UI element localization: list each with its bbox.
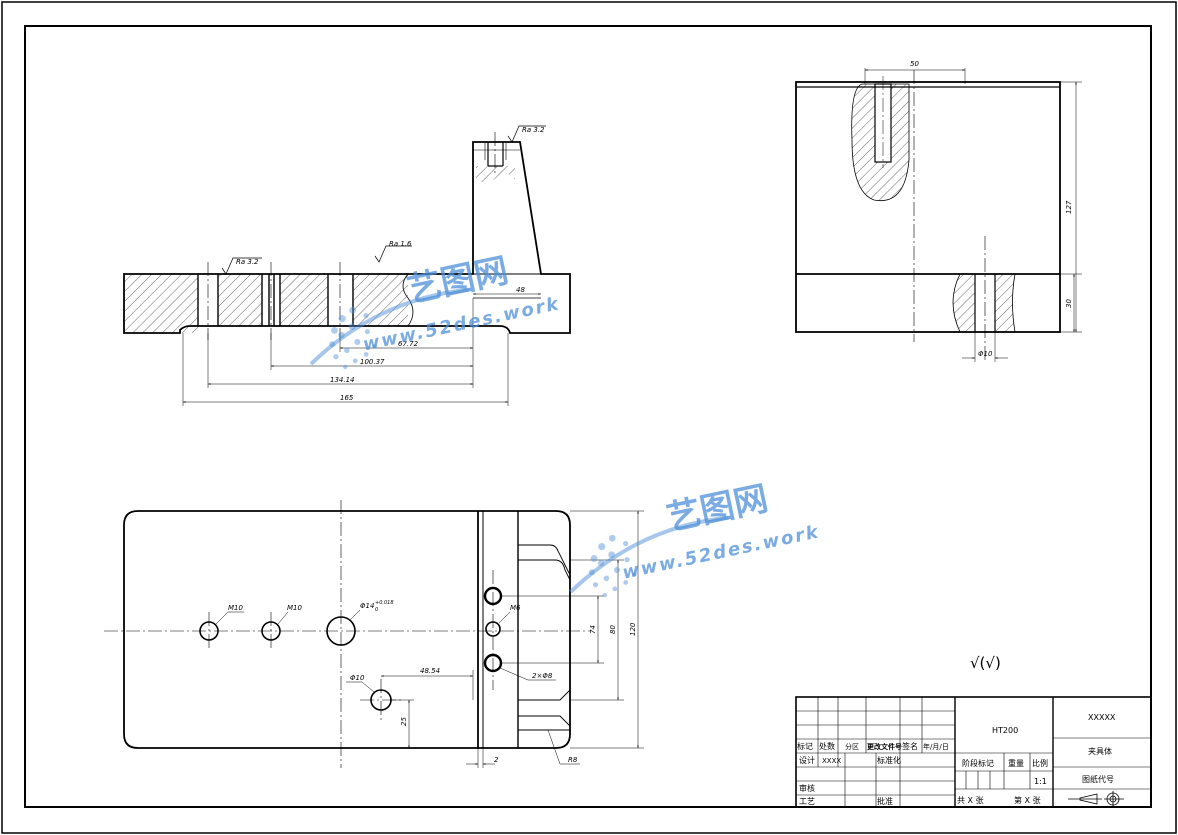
tb-material: HT200	[992, 726, 1018, 735]
dim-127: 127	[1065, 200, 1073, 214]
tb-header-sign: 签名	[902, 741, 918, 751]
tb-weight-label: 重量	[1008, 758, 1024, 768]
tb-part-name: 夹具体	[1088, 746, 1112, 756]
dim-134-14: 134.14	[330, 376, 355, 384]
roughness-label: Ra 3.2	[522, 126, 545, 134]
tolerance-lower: 0	[375, 607, 378, 613]
watermark-swoosh	[569, 515, 729, 594]
dim-67-72: 67.72	[398, 340, 419, 348]
watermark-brand: 艺图网	[663, 479, 771, 539]
dim-74: 74	[589, 625, 597, 634]
top-view	[104, 500, 644, 768]
dim-48-54: 48.54	[420, 667, 440, 675]
tb-scale-label: 比例	[1032, 758, 1048, 768]
watermark-brand: 艺图网	[404, 251, 512, 311]
hole-label-m6: M6	[510, 604, 521, 612]
hole-label-phi10: Φ10	[350, 674, 365, 682]
tb-sheet-number: 第 X 张	[1014, 795, 1041, 805]
tb-company: XXXXX	[1088, 713, 1116, 722]
watermark-globe-icon	[329, 306, 377, 370]
watermark-2: 艺图网 www.52des.work	[569, 479, 822, 598]
hole-label-phi14: Φ14	[360, 602, 374, 610]
tb-sheets-total: 共 X 张	[957, 796, 984, 805]
top-view-labels: M10 M10 Φ14 +0.018 0 M6 2×Φ8 Φ10 48.54 2…	[228, 600, 637, 764]
tb-approve-label: 批准	[877, 796, 893, 806]
tb-design-value: XXXX	[822, 757, 841, 765]
watermark-url: www.52des.work	[621, 521, 822, 583]
dim-phi10: Φ10	[978, 350, 993, 358]
dim-80: 80	[609, 625, 617, 634]
hole-label-m10: M10	[228, 604, 243, 612]
tb-header-change-doc: 更改文件号	[867, 742, 902, 751]
tb-process-label: 工艺	[799, 797, 815, 806]
tb-header-date: 年/月/日	[923, 742, 949, 751]
general-roughness-symbol: √(√)	[970, 654, 1001, 672]
watermark-globe-icon	[588, 534, 637, 598]
roughness-label: Ra 3.2	[236, 258, 259, 266]
tolerance-upper: +0.018	[375, 600, 394, 606]
dim-120: 120	[629, 622, 637, 636]
dim-r8: R8	[568, 756, 578, 764]
hole-label-m10: M10	[287, 604, 302, 612]
tb-header-count: 处数	[819, 741, 835, 751]
dim-100-37: 100.37	[360, 358, 385, 366]
dim-48: 48	[516, 286, 525, 294]
roughness-label: Ra 1.6	[389, 240, 412, 248]
front-view-labels: Ra 3.2 Ra 1.6 Ra 3.2 48 67.72 100.37 134…	[236, 126, 545, 402]
side-view-labels: 50 127 30 Φ10	[910, 60, 1073, 358]
tb-header-zone: 分区	[845, 742, 859, 751]
tb-design-label: 设计	[799, 755, 815, 765]
tb-review-label: 审核	[799, 783, 815, 793]
tb-header-mark: 标记	[797, 741, 813, 751]
tb-standardize-label: 标准化	[877, 755, 901, 765]
hole-label-2xphi8: 2×Φ8	[532, 672, 553, 680]
tb-stage-label: 阶段标记	[962, 758, 994, 768]
watermark-swoosh	[309, 287, 470, 366]
tb-scale-value: 1:1	[1034, 777, 1047, 786]
title-block-text: 标记 处数 分区 更改文件号 签名 年/月/日 设计 XXXX 标准化 审核 工…	[797, 713, 1116, 806]
dim-50: 50	[910, 60, 919, 68]
tb-drawing-code-label: 图纸代号	[1082, 774, 1114, 784]
dim-25: 25	[400, 717, 408, 726]
dim-2: 2	[494, 756, 499, 764]
watermark-1: 艺图网 www.52des.work	[309, 251, 562, 370]
front-section-view	[123, 125, 571, 406]
side-view	[795, 68, 1082, 362]
inner-frame	[24, 25, 1152, 808]
dim-165: 165	[340, 394, 354, 402]
title-block	[795, 696, 1152, 808]
dim-30: 30	[1065, 299, 1073, 308]
